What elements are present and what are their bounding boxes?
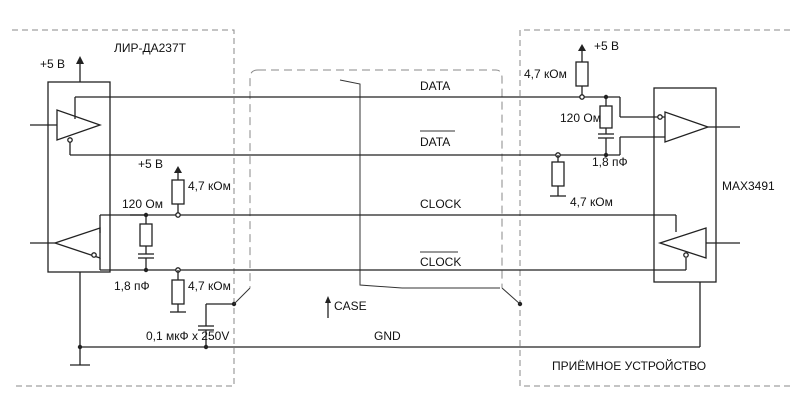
c-right-label: 1,8 пФ (592, 155, 628, 169)
plus5v-left-arrow (76, 56, 84, 82)
plus5v-mid-label: +5 В (138, 157, 163, 171)
gnd-label: GND (374, 329, 401, 343)
r-pullup-right-label: 4,7 кОм (524, 67, 567, 81)
data-signal-label: DATA (420, 79, 450, 93)
plus5v-left-label: +5 В (40, 57, 65, 71)
line-receiver-symbol-left (30, 214, 650, 271)
data-inv-signal-label: DATA (420, 135, 450, 149)
transmitter-boundary (12, 29, 235, 387)
c-left-label: 1,8 пФ (114, 279, 150, 293)
left-termination-network (130, 166, 186, 313)
line-driver-symbol-right (650, 214, 740, 271)
right-termination-network (550, 44, 614, 197)
r-term-right-label: 120 Ом (560, 111, 601, 125)
cable-shield (249, 69, 503, 289)
receiver-boundary (519, 29, 790, 387)
plus5v-right-label: +5 В (594, 39, 619, 53)
r-pulldown-right-label: 4,7 кОм (570, 195, 613, 209)
r-term-left-label: 120 Ом (122, 197, 163, 211)
receiver-chip-label: MAX3491 (722, 179, 775, 193)
case-label: CASE (334, 299, 367, 313)
r-pulldown-left-label: 4,7 кОм (188, 279, 231, 293)
receiver-device-label: ПРИЁМНОЕ УСТРОЙСТВО (552, 358, 706, 373)
line-driver-symbol (30, 96, 620, 156)
r-pullup-left-label: 4,7 кОм (188, 179, 231, 193)
clock-inv-signal-label: CLOCK (420, 255, 461, 269)
transmitter-label: ЛИР-ДА237Т (114, 41, 187, 55)
line-receiver-symbol-right (619, 97, 740, 155)
clock-signal-label: CLOCK (420, 197, 461, 211)
cap-case-label: 0,1 мкФ х 250V (146, 329, 229, 343)
ground-and-case-network (70, 272, 701, 366)
